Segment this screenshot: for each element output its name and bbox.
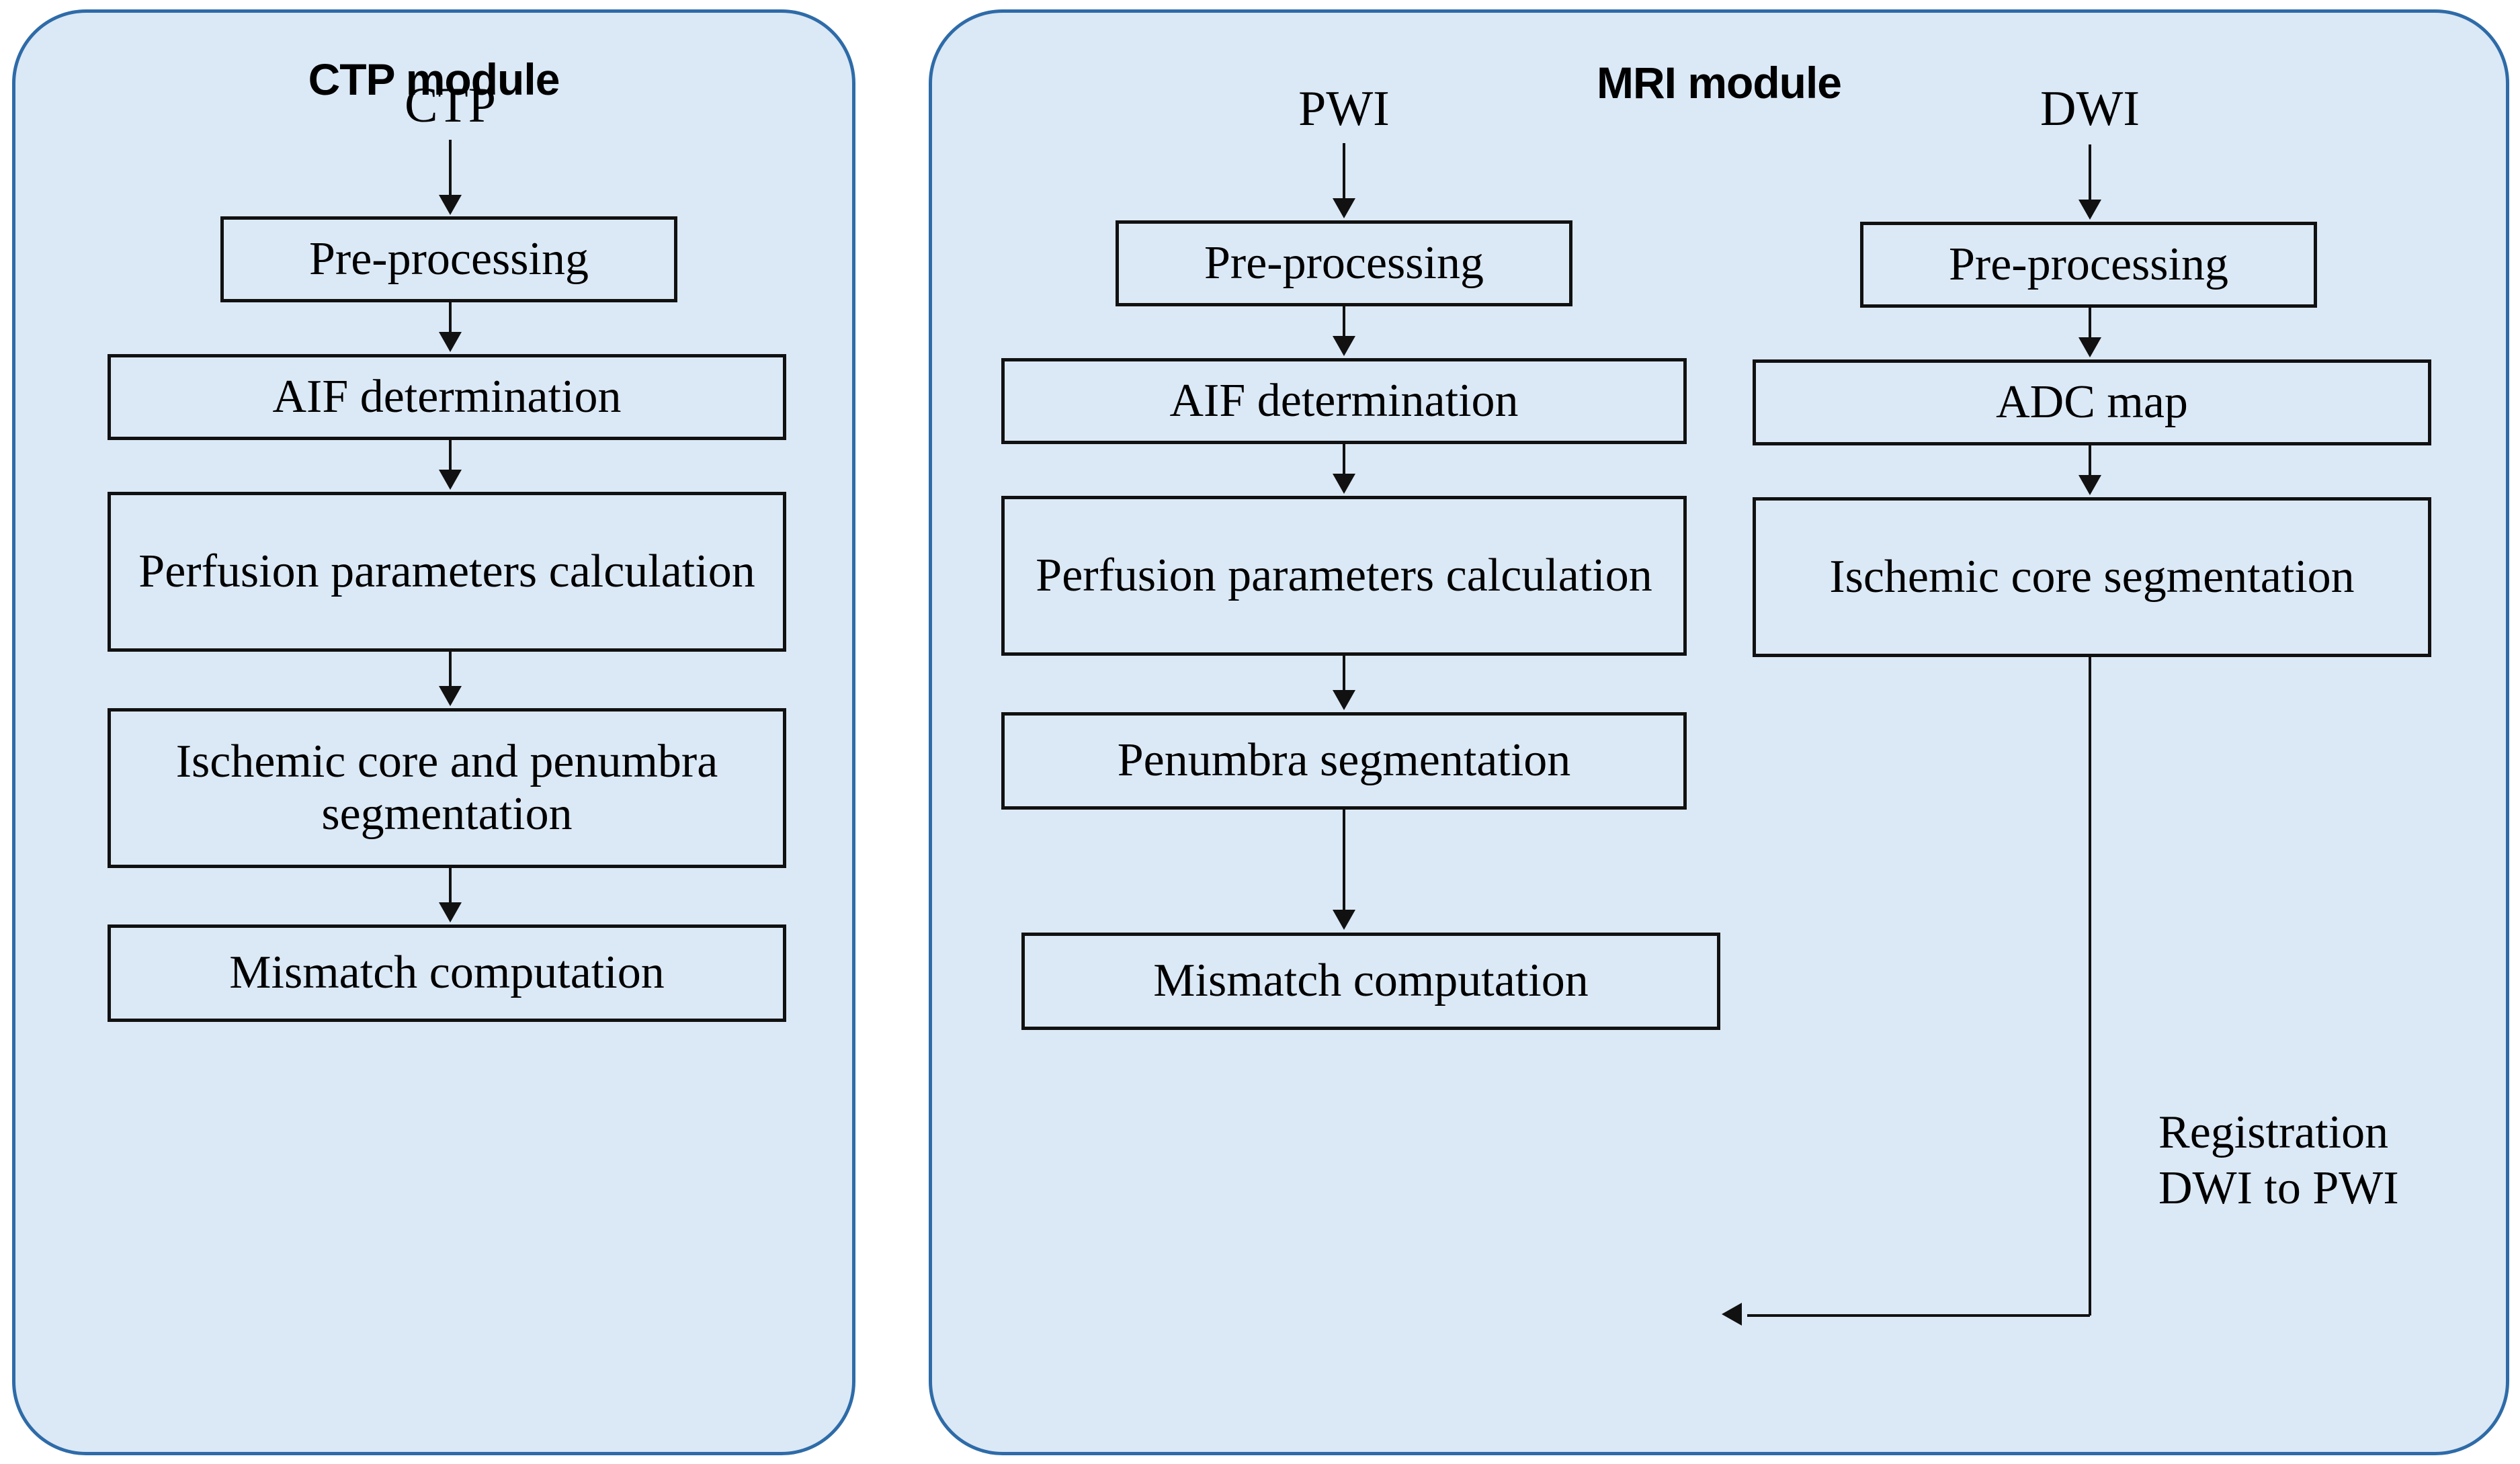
ctp-arrowhead-5 [439,902,462,922]
mri-dwi-node-ischemic-core-segmentation[interactable]: Ischemic core segmentation [1753,497,2431,657]
ctp-node-aif-determination[interactable]: AIF determination [108,354,786,440]
mri-registration-label: Registration DWI to PWI [2158,1105,2399,1216]
mri-pwi-node-mismatch-computation[interactable]: Mismatch computation [1021,933,1720,1030]
mri-pwi-node-perfusion-parameters-calculation[interactable]: Perfusion parameters calculation [1001,496,1687,656]
mri-registration-connector-horizontal [1747,1314,2090,1317]
ctp-arrowhead-4 [439,686,462,706]
ctp-node-mismatch-computation[interactable]: Mismatch computation [108,924,786,1022]
mri-pwi-source-label: PWI [1298,81,1390,136]
mri-pwi-arrowhead-2 [1333,336,1355,356]
mri-registration-connector-vertical [2089,657,2091,1316]
ctp-node-perfusion-parameters-calculation[interactable]: Perfusion parameters calculation [108,492,786,652]
ctp-node-pre-processing[interactable]: Pre-processing [220,216,677,302]
mri-pwi-arrow-perfusion-to-penumbra [1343,656,1345,697]
ctp-arrow-aif-to-perfusion [449,440,452,477]
mri-pwi-arrow-preprocessing-to-aif [1343,306,1345,343]
ctp-arrow-source-to-preprocessing [449,140,452,200]
mri-pwi-arrowhead-3 [1333,474,1355,494]
ctp-arrow-segmentation-to-mismatch [449,868,452,910]
ctp-arrow-preprocessing-to-aif [449,302,452,339]
mri-pwi-arrowhead-4 [1333,690,1355,710]
mri-pwi-node-aif-determination[interactable]: AIF determination [1001,358,1687,444]
ctp-module-title: CTP module [308,54,560,104]
mri-dwi-arrowhead-3 [2078,475,2101,495]
ctp-arrowhead-3 [439,470,462,490]
mri-pwi-arrow-penumbra-to-mismatch [1343,810,1345,917]
mri-dwi-arrow-preprocessing-to-adc [2089,308,2091,345]
mri-dwi-arrowhead-2 [2078,337,2101,357]
ctp-source-label: CTP [405,78,496,133]
mri-dwi-node-adc-map[interactable]: ADC map [1753,359,2431,445]
mri-dwi-arrowhead-1 [2078,200,2101,220]
ctp-arrowhead-1 [439,195,462,215]
mri-dwi-node-pre-processing[interactable]: Pre-processing [1860,222,2317,308]
mri-dwi-arrow-source-to-preprocessing [2089,144,2091,205]
ctp-arrowhead-2 [439,332,462,352]
ctp-node-ischemic-core-and-penumbra-segmentation[interactable]: Ischemic core and penumbra segmentation [108,708,786,868]
mri-pwi-node-pre-processing[interactable]: Pre-processing [1116,220,1572,306]
ctp-arrow-perfusion-to-segmentation [449,652,452,693]
mri-dwi-arrow-adc-to-core [2089,445,2091,482]
mri-module-title: MRI module [1597,58,1842,107]
mri-registration-label-line2: DWI to PWI [2158,1162,2399,1214]
mri-pwi-arrowhead-1 [1333,198,1355,218]
mri-pwi-arrow-aif-to-perfusion [1343,444,1345,481]
mri-registration-arrowhead [1722,1303,1742,1326]
mri-pwi-node-penumbra-segmentation[interactable]: Penumbra segmentation [1001,712,1687,810]
mri-registration-label-line1: Registration [2158,1107,2389,1158]
mri-pwi-arrow-source-to-preprocessing [1343,143,1345,204]
mri-pwi-arrowhead-5 [1333,910,1355,930]
mri-dwi-source-label: DWI [2040,81,2140,136]
